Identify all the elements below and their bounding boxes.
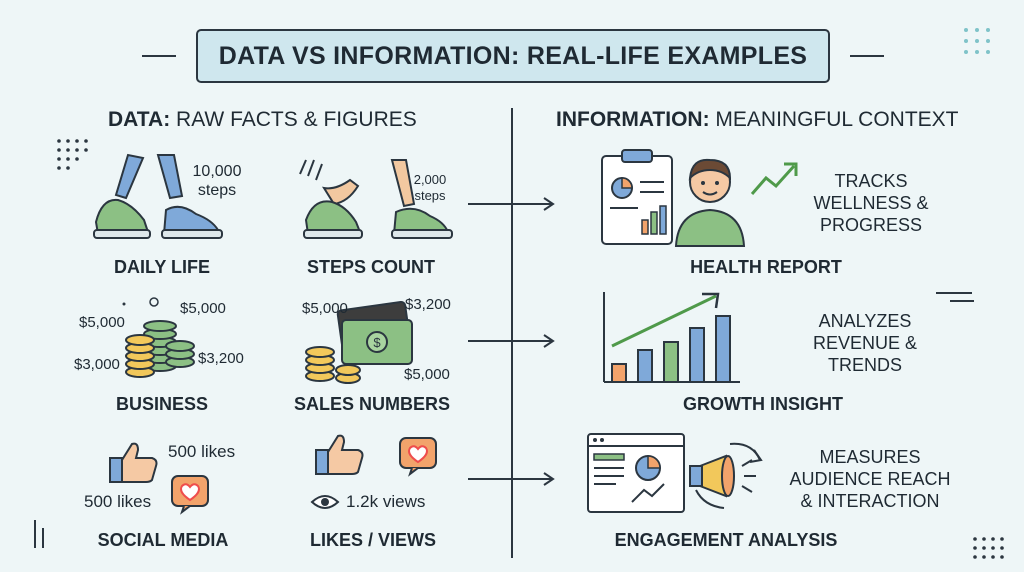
- bar-chart-icon: [603, 292, 740, 383]
- health-report-label: HEALTH REPORT: [690, 257, 842, 277]
- svg-text:$: $: [373, 335, 381, 350]
- heart-icon: [171, 475, 209, 515]
- thumbs-up-icon: [109, 442, 158, 483]
- growth-insight-caption: ANALYZES REVENUE & TRENDS: [812, 311, 918, 375]
- likes-views-label: LIKES / VIEWS: [309, 530, 437, 550]
- growth-insight-label: GROWTH INSIGHT: [683, 394, 843, 414]
- heart-icon: [399, 437, 437, 477]
- trend-arrow-icon: [750, 162, 798, 195]
- business-value-1: $5,000: [79, 314, 125, 331]
- coins-icon: [122, 297, 195, 378]
- sales-value-1: $5,000: [302, 300, 348, 317]
- title-left-line: [142, 55, 176, 57]
- page-title: DATA VS INFORMATION: REAL-LIFE EXAMPLES: [196, 29, 830, 83]
- deco-line-right-2: [950, 300, 974, 302]
- daily-life-label: DAILY LIFE: [113, 257, 211, 277]
- likes-value-2: 500 likes: [84, 492, 152, 511]
- dot-grid-bottom-right: [973, 537, 1004, 559]
- health-report-caption: TRACKS WELLNESS & PROGRESS: [813, 171, 929, 235]
- steps-count-label: STEPS COUNT: [306, 257, 435, 277]
- sales-value-3: $5,000: [404, 366, 450, 383]
- deco-tick-left-2: [42, 528, 44, 548]
- deco-line-right-1: [936, 292, 972, 294]
- views-value: 1.2k views: [346, 492, 426, 511]
- eye-icon: [310, 495, 340, 509]
- dot-grid-left: [57, 139, 88, 170]
- thumbs-up-icon: [315, 434, 364, 475]
- likes-value-1: 500 likes: [168, 442, 236, 461]
- sales-numbers-label: SALES NUMBERS: [293, 394, 450, 414]
- arrow-right-icon: [468, 472, 555, 486]
- business-value-2: $5,000: [180, 300, 226, 317]
- person-icon: [674, 158, 746, 247]
- daily-steps-value: 10,000 steps: [192, 163, 242, 199]
- walking-legs-icon: [93, 153, 223, 239]
- social-media-label: SOCIAL MEDIA: [97, 530, 229, 550]
- arrow-right-icon: [468, 197, 555, 211]
- arrow-right-icon: [468, 334, 555, 348]
- center-divider: [511, 108, 513, 558]
- clipboard-report-icon: [601, 149, 673, 245]
- engagement-caption: MEASURES AUDIENCE REACH & INTERACTION: [789, 447, 951, 511]
- business-value-3: $3,000: [74, 356, 120, 373]
- steps-count-value: 2,000 steps: [413, 172, 447, 203]
- engagement-analysis-label: ENGAGEMENT ANALYSIS: [614, 530, 838, 550]
- information-section-heading: INFORMATION: MEANINGFUL CONTEXT: [556, 108, 959, 131]
- business-label: BUSINESS: [115, 394, 209, 414]
- walking-shoes-icon: [299, 159, 453, 239]
- deco-tick-left-1: [34, 520, 36, 548]
- data-section-heading: DATA: RAW FACTS & FIGURES: [108, 108, 417, 131]
- dashboard-icon: [587, 433, 685, 513]
- business-value-4: $3,200: [198, 350, 244, 367]
- dot-grid-top-right: [964, 28, 990, 54]
- sales-value-2: $3,200: [405, 296, 451, 313]
- cash-icon: $: [305, 300, 413, 384]
- title-right-line: [850, 55, 884, 57]
- megaphone-icon: [689, 442, 763, 509]
